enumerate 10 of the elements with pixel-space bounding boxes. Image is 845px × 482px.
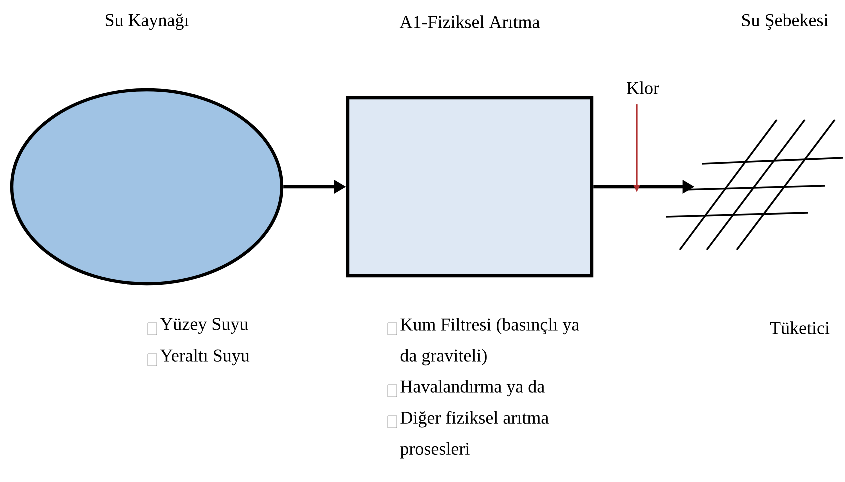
heading: Su Kaynağı xyxy=(106,14,189,30)
list-item: Yüzey Suyu xyxy=(160,318,248,334)
list-item: Kum Filtresi (basınçlı ya da graviteli) xyxy=(400,318,580,366)
list-item: Havalandırma ya da xyxy=(400,380,545,397)
list-item: Diğer fiziksel arıtma prosesleri xyxy=(400,411,549,459)
list-item: Yeraltı Suyu xyxy=(160,349,250,366)
heading: Su Şebekesi xyxy=(742,14,828,30)
chemical-label: Klor xyxy=(627,82,660,94)
node-label: Tüketici xyxy=(770,322,830,334)
heading: A1-Fiziksel Arıtma xyxy=(400,16,540,28)
